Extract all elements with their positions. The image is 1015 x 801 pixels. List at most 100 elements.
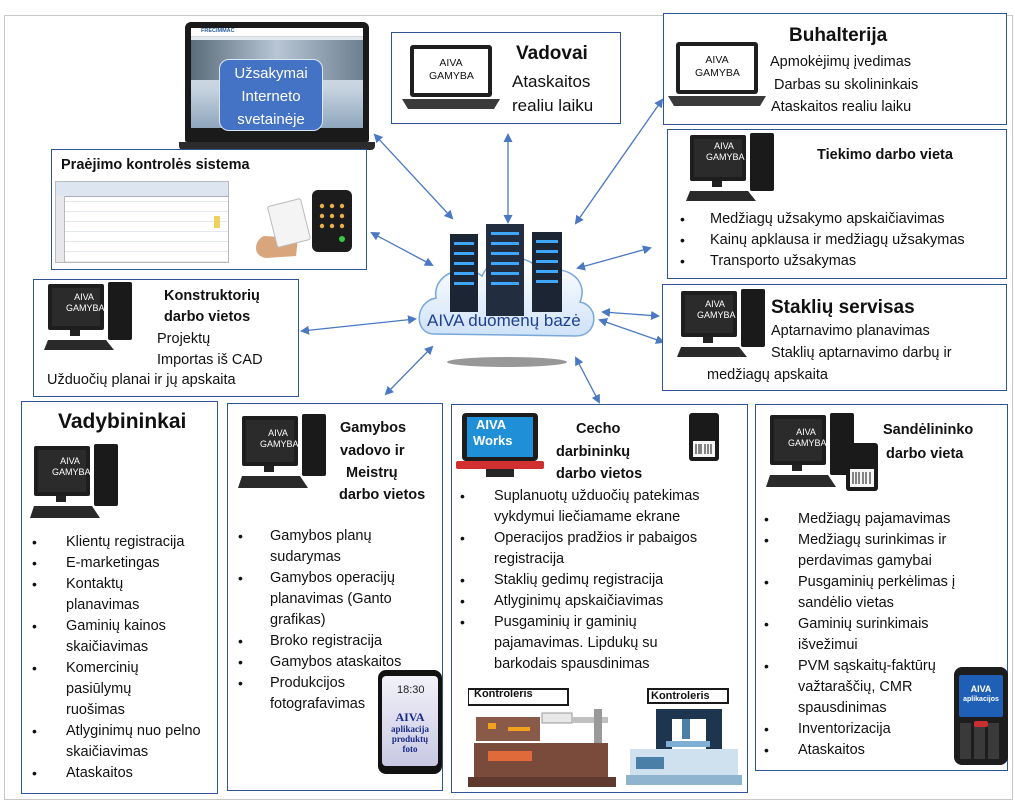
database-label: AIVA duomenų bazė — [427, 311, 581, 330]
cecho-title-2: darbininkų — [556, 444, 631, 460]
web-line-1: Užsakymai — [234, 65, 308, 82]
database-cloud-icon — [418, 224, 595, 367]
gamybos-box: AIVA GAMYBA Gamybos vadovo ir Meistrų da… — [227, 403, 443, 791]
desktop-computer-icon — [677, 289, 765, 357]
konstruktoriu-title-1: Konstruktorių — [164, 288, 260, 304]
cecho-box: AIVA Works Cecho darbininkų darbo vietos… — [451, 404, 748, 793]
card-reader-icon — [256, 190, 352, 258]
gamybos-title-2: vadovo ir — [340, 443, 405, 459]
gamybos-list: Gamybos planų sudarymas Gamybos operacij… — [232, 526, 438, 715]
list-item: Komercinių pasiūlymų ruošimas — [26, 658, 166, 721]
cecho-title-1: Cecho — [576, 421, 621, 437]
screen-label: AIVA GAMYBA — [697, 299, 736, 320]
konstruktoriu-title-2: darbo vietos — [164, 309, 251, 325]
list-item: Gamybos operacijų planavimas (Ganto graf… — [232, 568, 410, 631]
screen-label: AIVA GAMYBA — [260, 428, 299, 449]
cecho-list: Suplanuotų užduočių patekimas vykdymui l… — [454, 486, 744, 675]
list-item: Klientų registracija — [26, 532, 212, 553]
buhalterija-line-3: Ataskaitos realiu laiku — [771, 99, 912, 115]
vadovai-line-2: realiu laiku — [512, 96, 594, 115]
vadybininkai-box: Vadybininkai AIVA GAMYBA Klientų registr… — [21, 401, 218, 794]
list-item: Broko registracija — [232, 631, 438, 652]
gamybos-title-4: darbo vietos — [339, 487, 426, 503]
buhalterija-box: AIVA GAMYBA Buhalterija Apmokėjimų įvedi… — [663, 13, 1007, 125]
list-item: Medžiagų užsakymo apskaičiavimas — [674, 209, 965, 230]
screen-label: AIVA GAMYBA — [66, 292, 105, 313]
access-control-title: Praėjimo kontrolės sistema — [61, 157, 250, 173]
pos-label-2: Works — [473, 433, 513, 448]
list-item: Kainų apklausa ir medžiagų užsakymas — [674, 230, 965, 251]
desktop-computer-icon — [44, 282, 132, 350]
konstruktoriu-line-1: Projektų — [157, 331, 211, 347]
buhalterija-title: Buhalterija — [789, 25, 888, 46]
stakliu-box: AIVA GAMYBA Staklių servisas Aptarnavimo… — [662, 284, 1007, 391]
website-brand: FRECIMMAC — [201, 28, 235, 34]
stakliu-title: Staklių servisas — [771, 297, 915, 318]
screen-label: AIVA GAMYBA — [788, 427, 827, 448]
list-item: Pusgaminių ir gaminių pajamavimas. Lipdu… — [454, 612, 694, 675]
cecho-title-3: darbo vietos — [556, 466, 643, 482]
cnc-machine-2-icon — [626, 688, 742, 785]
phone-image: 18:30 AIVA aplikacija produktų foto — [378, 670, 442, 774]
konstruktoriu-line-3: Užduočių planai ir jų apskaita — [47, 372, 236, 388]
list-item: Pusgaminių perkėlimas į sandėlio vietas — [758, 572, 978, 614]
vadybininkai-title: Vadybininkai — [58, 410, 187, 433]
desktop-computer-icon — [686, 133, 774, 201]
stakliu-line-1: Aptarnavimo planavimas — [771, 323, 930, 339]
phone-app-label: AIVA aplikacija produktų foto — [390, 710, 429, 754]
list-item: Transporto užsakymas — [674, 251, 965, 272]
gamybos-title-3: Meistrų — [346, 465, 398, 481]
access-control-box: Praėjimo kontrolės sistema — [51, 149, 367, 270]
stakliu-line-3: medžiagų apskaita — [707, 367, 828, 383]
list-item: Kontaktų planavimas — [26, 574, 176, 616]
list-item: PVM sąskaitų-faktūrų važtaraščių, CMR sp… — [758, 656, 948, 719]
desktop-computer-icon — [238, 414, 326, 488]
gamybos-title-1: Gamybos — [340, 420, 407, 436]
cnc-machine-1-icon — [468, 688, 616, 787]
list-item: Medžiagų surinkimas ir perdavimas gamyba… — [758, 530, 968, 572]
sandelininko-box: AIVA GAMYBA Sandėlininko darbo vieta Med… — [755, 404, 1008, 771]
label-printer-icon — [689, 413, 719, 461]
list-item: Suplanuotų užduočių patekimas vykdymui l… — [454, 486, 734, 528]
vadovai-box: AIVA GAMYBA Vadovai Ataskaitos realiu la… — [391, 32, 621, 124]
scanner-app-label: AIVA aplikacijos — [963, 684, 999, 703]
list-item: E-marketingas — [26, 553, 212, 574]
access-table-image — [55, 181, 229, 263]
web-line-3: svetainėje — [237, 111, 305, 128]
vadybininkai-list: Klientų registracija E-marketingas Konta… — [26, 532, 212, 784]
screen-label: AIVA GAMYBA — [52, 456, 91, 477]
pos-terminal-icon — [456, 413, 544, 477]
list-item: Gamybos planų sudarymas — [232, 526, 400, 568]
buhalterija-line-2: Darbas su skolininkais — [774, 77, 919, 93]
list-item: Ataskaitos — [758, 740, 1003, 761]
list-item: Atlyginimų nuo pelno skaičiavimas — [26, 721, 206, 763]
list-item: Medžiagų pajamavimas — [758, 509, 1003, 530]
laptop-icon — [668, 42, 766, 106]
vadovai-title: Vadovai — [516, 43, 588, 64]
pos-label-1: AIVA — [476, 417, 507, 432]
stakliu-line-2: Staklių aptarnavimo darbų ir — [771, 345, 952, 361]
phone-time: 18:30 — [397, 684, 425, 696]
vadovai-line-1: Ataskaitos — [512, 72, 591, 91]
buhalterija-line-1: Apmokėjimų įvedimas — [770, 54, 912, 70]
label-printer-icon — [846, 443, 878, 491]
konstruktoriu-box: AIVA GAMYBA Konstruktorių darbo vietos P… — [33, 279, 299, 397]
web-orders-badge: Užsakymai Interneto svetainėje — [219, 59, 323, 131]
list-item: Operacijos pradžios ir pabaigos registra… — [454, 528, 734, 570]
laptop-icon — [402, 45, 500, 109]
list-item: Produkcijos fotografavimas — [232, 673, 380, 715]
controller-label-1: Kontroleris — [474, 688, 533, 700]
screen-label: AIVA GAMYBA — [429, 57, 474, 82]
handheld-scanner-image: AIVA aplikacijos — [954, 667, 1008, 765]
desktop-computer-icon — [30, 444, 118, 518]
tiekimo-box: AIVA GAMYBA Tiekimo darbo vieta Medžiagų… — [667, 129, 1007, 279]
sandelininko-title-1: Sandėlininko — [883, 422, 974, 438]
web-line-2: Interneto — [241, 88, 301, 105]
screen-label: AIVA GAMYBA — [695, 54, 740, 79]
tiekimo-list: Medžiagų užsakymo apskaičiavimas Kainų a… — [674, 209, 965, 272]
sandelininko-title-2: darbo vieta — [886, 446, 964, 462]
list-item: Staklių gedimų registracija — [454, 570, 744, 591]
list-item: Atlyginimų apskaičiavimas — [454, 591, 744, 612]
controller-label-2: Kontroleris — [651, 690, 710, 702]
konstruktoriu-line-2: Importas iš CAD — [157, 352, 263, 368]
